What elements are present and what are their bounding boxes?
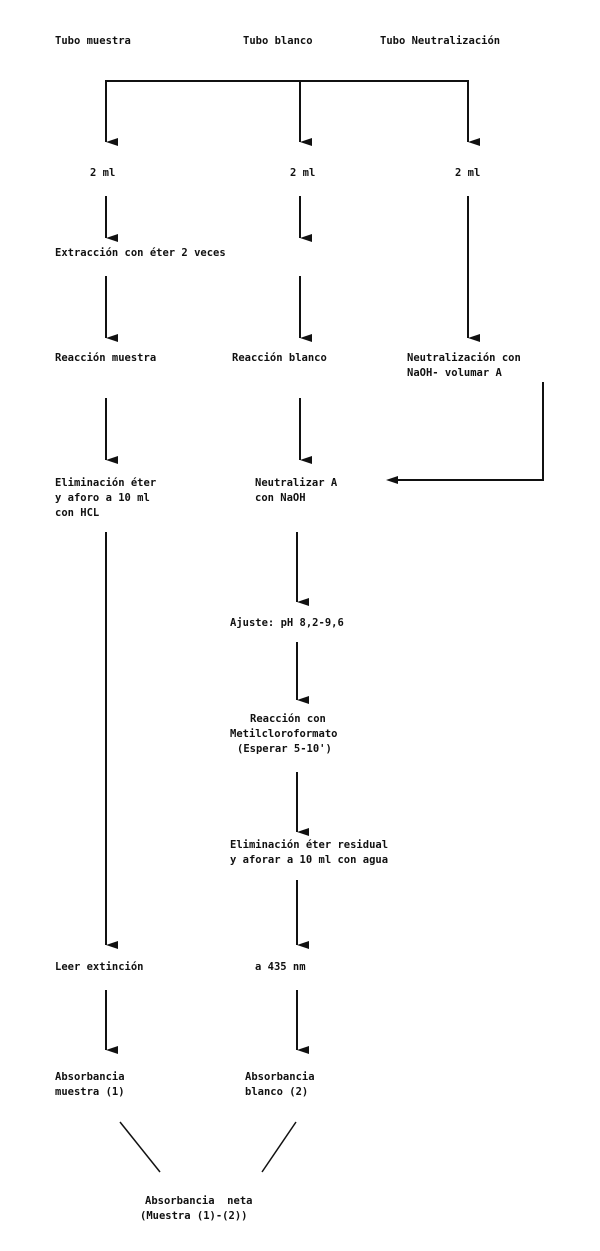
reaction-sample: Reacción muestra — [55, 352, 156, 364]
elimination-blank-2: y aforar a 10 ml con agua — [230, 854, 388, 866]
absorbance-blank-1: Absorbancia — [245, 1071, 315, 1083]
absorbance-sample-2: muestra (1) — [55, 1086, 125, 1098]
read-sample: Leer extinción — [55, 961, 144, 973]
neutralize-2: con NaOH — [255, 492, 306, 504]
volume-sample: 2 ml — [90, 167, 115, 179]
header-tubo-blanco: Tubo blanco — [243, 35, 313, 47]
connector-neutral-to-blank — [392, 382, 544, 481]
reaction-blank: Reacción blanco — [232, 352, 327, 364]
merge-line-left — [119, 1121, 161, 1173]
net-absorbance-1: Absorbancia neta — [145, 1195, 252, 1207]
reaction-methyl-3: (Esperar 5-10') — [237, 743, 332, 755]
header-tubo-neutralizacion: Tubo Neutralización — [380, 35, 500, 47]
read-wavelength: a 435 nm — [255, 961, 306, 973]
absorbance-blank-2: blanco (2) — [245, 1086, 308, 1098]
absorbance-sample-1: Absorbancia — [55, 1071, 125, 1083]
volume-neutral: 2 ml — [455, 167, 480, 179]
extraction-step: Extracción con éter 2 veces — [55, 247, 226, 259]
neutralize-1: Neutralizar A — [255, 477, 338, 489]
neutralization-line-1: Neutralización con — [407, 352, 521, 364]
elimination-blank-1: Eliminación éter residual — [230, 839, 388, 851]
volume-blank: 2 ml — [290, 167, 315, 179]
reaction-methyl-1: Reacción con — [250, 713, 326, 725]
adjust-ph: Ajuste: pH 8,2-9,6 — [230, 617, 344, 629]
merge-line-right — [261, 1121, 297, 1173]
elimination-sample-1: Eliminación éter — [55, 477, 156, 489]
reaction-methyl-2: Metilcloroformato — [230, 728, 337, 740]
header-tubo-muestra: Tubo muestra — [55, 35, 131, 47]
elimination-sample-3: con HCL — [55, 507, 99, 519]
neutralization-line-2: NaOH- volumar A — [407, 367, 503, 379]
elimination-sample-2: y aforo a 10 ml — [55, 492, 150, 504]
arrow-head-left — [386, 476, 398, 484]
net-absorbance-2: (Muestra (1)-(2)) — [140, 1210, 247, 1222]
split-connector — [105, 80, 469, 142]
